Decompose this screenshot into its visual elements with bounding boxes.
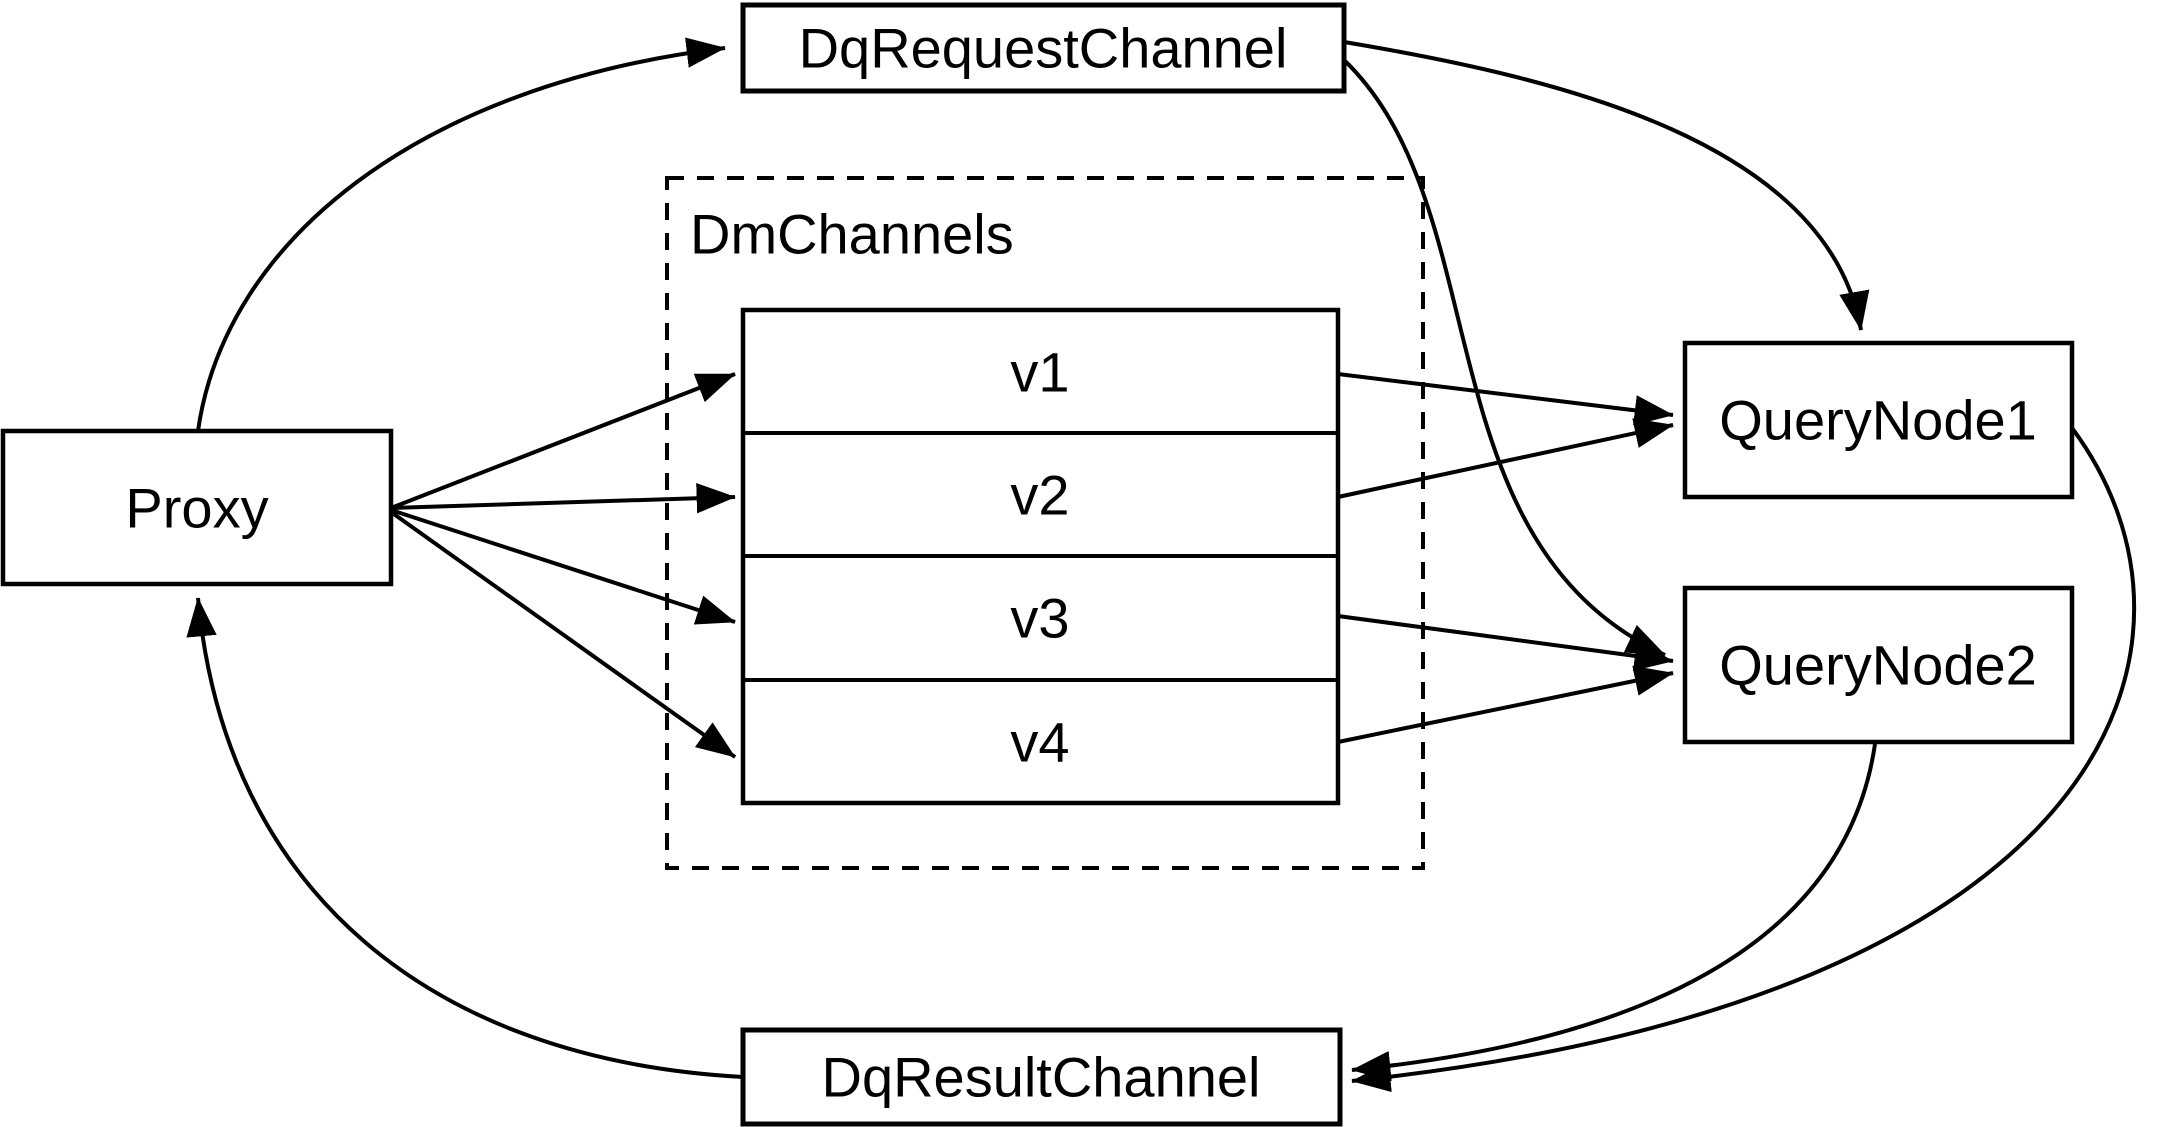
edge-proxy-to-dqrequestchannel: [196, 37, 726, 432]
node-dqresultchannel: DqResultChannel: [740, 1027, 1343, 1127]
channel-v2-label: v2: [1010, 464, 1069, 527]
channel-v3-label: v3: [1010, 587, 1069, 650]
edge-dqresultchannel-to-proxy: [186, 597, 744, 1079]
node-querynode1: QueryNode1: [1682, 340, 2075, 500]
dqrequestchannel-label: DqRequestChannel: [799, 17, 1288, 80]
edges: [186, 37, 2136, 1093]
edge-v2-to-querynode1: [1337, 418, 1674, 499]
node-proxy: Proxy: [0, 428, 394, 587]
dmchannels-group: DmChannels: [665, 176, 1425, 870]
querynode1-label: QueryNode1: [1719, 389, 2037, 452]
dqresultchannel-label: DqResultChannel: [822, 1046, 1261, 1109]
edge-querynode1-to-dqresultchannel: [1351, 426, 2136, 1093]
edge-v1-to-querynode1: [1337, 372, 1674, 426]
dqresultchannel-box: [740, 1027, 1343, 1127]
node-dqrequestchannel: DqRequestChannel: [740, 2, 1347, 94]
channel-stack: v1 v2 v3 v4: [740, 307, 1341, 806]
proxy-box: [0, 428, 394, 587]
channel-v1-label: v1: [1010, 341, 1069, 404]
edge-proxy-to-v2: [390, 483, 736, 514]
dmchannels-group-label: DmChannels: [690, 203, 1014, 266]
proxy-label: Proxy: [125, 477, 268, 540]
edge-proxy-to-v1: [390, 372, 736, 510]
dqrequestchannel-box: [740, 2, 1347, 94]
querynode2-box: [1682, 585, 2075, 745]
edge-proxy-to-v3: [390, 508, 736, 625]
edge-v3-to-querynode2: [1337, 614, 1674, 671]
edge-querynode2-to-dqresultchannel: [1351, 743, 1877, 1082]
channel-v4-label: v4: [1010, 711, 1069, 774]
edge-v4-to-querynode2: [1337, 665, 1674, 744]
edge-dqrequestchannel-to-querynode2: [1342, 58, 1666, 657]
edge-proxy-to-v4: [389, 510, 737, 759]
node-querynode2: QueryNode2: [1682, 585, 2075, 745]
querynode2-label: QueryNode2: [1719, 634, 2037, 697]
edge-dqrequestchannel-to-querynode1: [1343, 40, 1870, 331]
querynode1-box: [1682, 340, 2075, 500]
